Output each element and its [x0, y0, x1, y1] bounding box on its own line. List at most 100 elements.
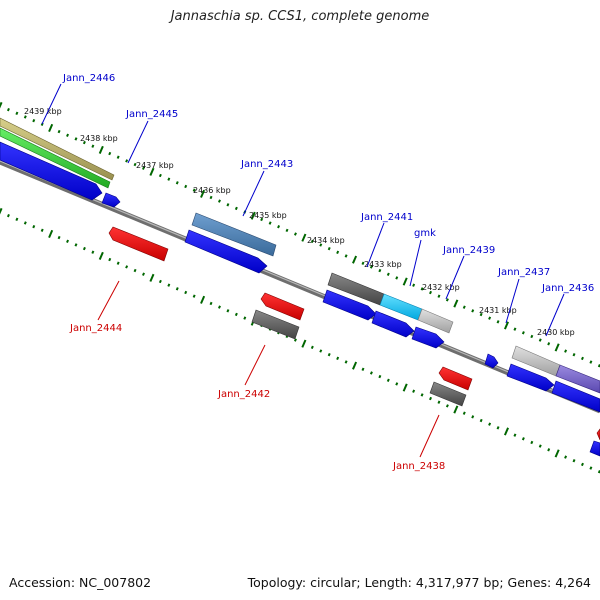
- minor-tick-mark: [479, 312, 483, 317]
- minor-tick-mark: [319, 349, 323, 353]
- minor-tick-mark: [23, 115, 27, 119]
- tick-label: 2435 kbp: [249, 211, 287, 220]
- minor-tick-mark: [420, 393, 424, 397]
- minor-tick-mark: [142, 272, 145, 276]
- minor-tick-mark: [445, 298, 449, 302]
- minor-tick-mark: [496, 320, 500, 324]
- minor-tick-mark: [378, 374, 382, 379]
- leader-line: [545, 293, 565, 337]
- gene-label-forward[interactable]: Jann_2439: [442, 245, 495, 256]
- minor-tick-mark: [521, 437, 525, 441]
- map-title: Jannaschia sp. CCS1, complete genome: [170, 9, 430, 24]
- gene-label-forward[interactable]: Jann_2441: [360, 212, 413, 223]
- leader-line: [419, 414, 440, 458]
- major-tick-mark: [250, 211, 256, 220]
- leader-line: [244, 344, 266, 386]
- minor-tick-mark: [521, 331, 525, 335]
- minor-tick-mark: [66, 133, 70, 137]
- minor-tick-mark: [471, 415, 475, 419]
- minor-tick-mark: [462, 411, 466, 415]
- minor-tick-mark: [209, 195, 213, 200]
- leader-line: [505, 278, 520, 324]
- gene-label-reverse[interactable]: Jann_2442: [217, 389, 270, 400]
- minor-tick-mark: [218, 199, 221, 203]
- gene-label-forward[interactable]: Jann_2445: [125, 109, 178, 120]
- gray-reverse-feature: [429, 381, 467, 407]
- minor-tick-mark: [488, 316, 492, 320]
- minor-tick-mark: [420, 287, 424, 291]
- steel-blue-feature: [191, 212, 277, 257]
- minor-tick-mark: [386, 378, 390, 382]
- forward-cds-arrow: [371, 310, 415, 338]
- inner-scale-ring: [0, 207, 600, 474]
- minor-tick-mark: [277, 225, 281, 229]
- forward-cds-arrow: [101, 192, 121, 208]
- minor-tick-mark: [6, 213, 10, 218]
- minor-tick-mark: [589, 466, 593, 470]
- minor-tick-mark: [15, 111, 19, 115]
- minor-tick-mark: [167, 177, 171, 181]
- minor-tick-mark: [243, 316, 247, 320]
- forward-cds-arrow: [506, 363, 555, 392]
- gene-label-forward[interactable]: gmk: [414, 228, 436, 239]
- gene-label-forward[interactable]: Jann_2446: [62, 73, 115, 84]
- minor-tick-mark: [82, 140, 86, 145]
- gene-label-forward[interactable]: Jann_2443: [240, 159, 293, 170]
- reverse-cds-arrow: [260, 292, 305, 321]
- minor-tick-mark: [429, 290, 432, 295]
- tick-label: 2433 kbp: [364, 260, 402, 269]
- minor-tick-mark: [361, 367, 365, 371]
- minor-tick-mark: [564, 455, 568, 459]
- outer-scale-ring: [0, 101, 600, 368]
- minor-tick-mark: [116, 155, 120, 159]
- minor-tick-mark: [23, 221, 27, 225]
- minor-tick-mark: [74, 243, 78, 247]
- minor-tick-mark: [572, 353, 576, 357]
- reverse-cds-arrow: [596, 428, 600, 441]
- minor-tick-mark: [429, 396, 432, 401]
- major-tick-mark: [200, 295, 206, 304]
- minor-tick-mark: [184, 184, 188, 189]
- tick-label: 2439 kbp: [24, 107, 62, 116]
- minor-tick-mark: [412, 389, 416, 393]
- minor-tick-mark: [167, 283, 171, 287]
- minor-tick-mark: [226, 309, 230, 313]
- minor-tick-mark: [226, 203, 230, 207]
- major-tick-mark: [453, 405, 459, 414]
- major-tick-mark: [503, 321, 509, 330]
- minor-tick-mark: [57, 129, 61, 134]
- olive-feature: [0, 117, 115, 181]
- backbone-highlight: [0, 160, 600, 411]
- minor-tick-mark: [32, 224, 36, 229]
- minor-tick-mark: [395, 382, 399, 386]
- minor-tick-mark: [184, 290, 188, 295]
- major-tick-mark: [149, 167, 155, 176]
- tick-label: 2432 kbp: [422, 283, 460, 292]
- major-tick-mark: [503, 427, 509, 436]
- minor-tick-mark: [580, 356, 584, 361]
- gene-label-forward[interactable]: Jann_2436: [541, 283, 594, 294]
- forward-cds-arrow: [322, 289, 377, 321]
- major-tick-mark: [554, 343, 560, 352]
- gene-label-forward[interactable]: Jann_2437: [497, 267, 550, 278]
- purple-feature: [555, 364, 600, 394]
- minor-tick-mark: [547, 342, 551, 346]
- minor-tick-mark: [125, 265, 129, 269]
- minor-tick-mark: [175, 181, 179, 185]
- minor-tick-mark: [57, 235, 61, 240]
- gene-label-reverse[interactable]: Jann_2444: [69, 323, 122, 334]
- minor-tick-mark: [209, 301, 213, 306]
- minor-tick-mark: [234, 206, 238, 211]
- leader-line: [366, 222, 385, 268]
- reverse-cds-track: [108, 226, 600, 457]
- outer-feature-track: [0, 117, 600, 394]
- minor-tick-mark: [572, 459, 576, 463]
- minor-tick-mark: [336, 356, 340, 361]
- major-tick-mark: [149, 273, 155, 282]
- minor-tick-mark: [361, 261, 365, 265]
- major-tick-mark: [352, 361, 358, 370]
- minor-tick-mark: [378, 268, 382, 273]
- major-tick-mark: [402, 277, 408, 286]
- minor-tick-mark: [538, 338, 542, 342]
- gene-label-reverse[interactable]: Jann_2438: [392, 461, 445, 472]
